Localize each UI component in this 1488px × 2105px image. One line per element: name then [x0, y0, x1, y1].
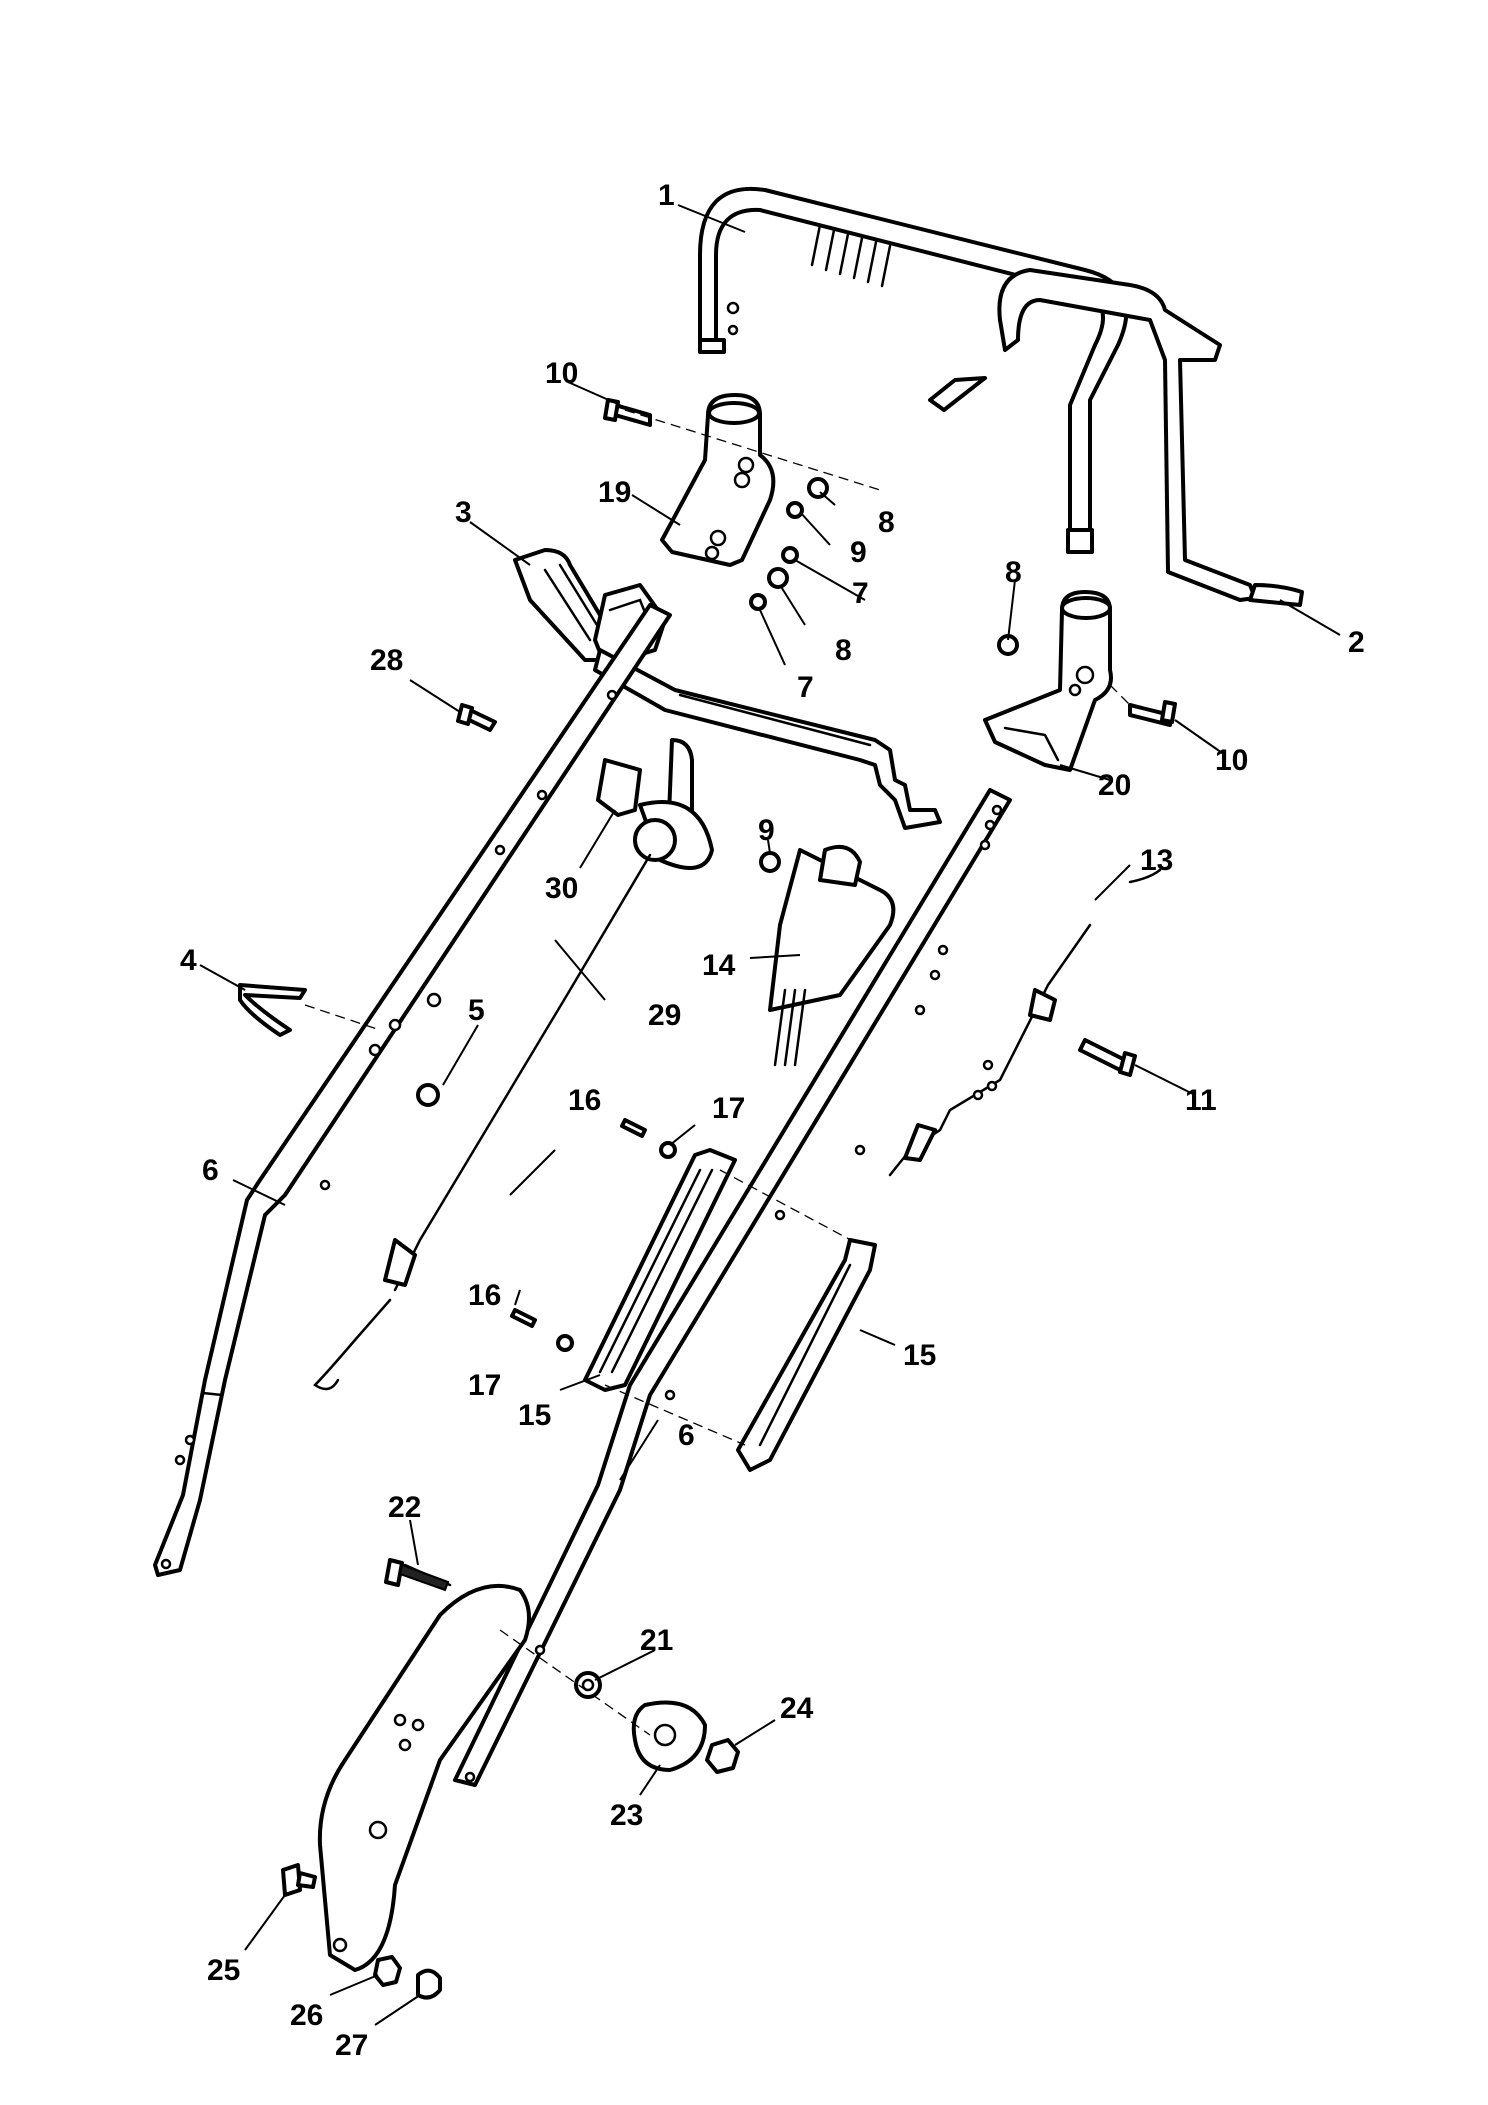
screw-16a	[620, 1118, 647, 1138]
callout-9b: 9	[758, 814, 775, 847]
screw-7a	[781, 546, 799, 564]
alignment-lines	[304, 409, 1131, 1736]
washer-9a	[786, 501, 804, 519]
callout-1: 1	[658, 179, 675, 212]
lower-handle-left	[153, 603, 672, 1577]
handle-bracket-right	[983, 590, 1113, 772]
callout-8a: 8	[878, 506, 895, 539]
callout-17a: 17	[712, 1092, 745, 1125]
screw-7b	[749, 593, 767, 611]
handle-bracket-left	[660, 393, 776, 567]
callout-4: 4	[180, 944, 197, 977]
callout-10a: 10	[545, 357, 578, 390]
callout-25: 25	[207, 1954, 240, 1987]
callout-17b: 17	[468, 1369, 501, 1402]
lower-bracket-plate	[317, 1583, 531, 1972]
callout-9a: 9	[850, 536, 867, 569]
callout-22: 22	[388, 1491, 421, 1524]
cable-guide-right	[736, 1238, 877, 1472]
nut-5	[416, 1083, 440, 1107]
callout-16a: 16	[568, 1084, 601, 1117]
callout-14: 14	[702, 949, 736, 982]
callout-6b: 6	[678, 1419, 695, 1452]
callout-15a: 15	[518, 1399, 551, 1432]
nut-8a	[807, 477, 829, 499]
clip-30	[596, 758, 642, 817]
callout-7a: 7	[852, 577, 869, 610]
callout-27: 27	[335, 2029, 368, 2062]
nut-24	[705, 1738, 740, 1774]
washer-17b	[556, 1334, 574, 1352]
callout-23: 23	[610, 1799, 643, 1832]
nut-9b	[759, 851, 781, 873]
bolt-11	[1078, 1038, 1137, 1077]
bail-lever	[997, 268, 1304, 607]
clip-4	[238, 983, 307, 1037]
throttle-lever	[393, 738, 714, 1292]
callout-19: 19	[598, 476, 631, 509]
callout-28: 28	[370, 644, 403, 677]
callout-3: 3	[455, 496, 472, 529]
callout-labels: 1 2 3 4 5 6 6 7 7 8 8 8 9 9 10 10 11 13 …	[180, 179, 1365, 2062]
washer-17a	[659, 1141, 677, 1159]
washer-21	[574, 1671, 602, 1699]
callout-24: 24	[780, 1692, 814, 1725]
callout-20: 20	[1098, 769, 1131, 802]
control-unit	[768, 845, 896, 1067]
bolt-22	[384, 1558, 452, 1592]
callout-16b: 16	[468, 1279, 501, 1312]
upper-handle-bar	[698, 186, 1129, 554]
callout-11: 11	[1185, 1084, 1217, 1117]
nut-8b	[767, 567, 789, 589]
bolt-28	[456, 703, 497, 732]
throttle-cable-end	[313, 1238, 417, 1391]
callout-10b: 10	[1215, 744, 1248, 777]
bolt-10-lower	[1128, 700, 1177, 727]
callout-26: 26	[290, 1999, 323, 2032]
callout-2: 2	[1348, 626, 1365, 659]
bowden-cable	[888, 868, 1162, 1177]
callout-15b: 15	[903, 1339, 936, 1372]
bolt-25	[281, 1863, 317, 1897]
brake-lever	[513, 548, 942, 830]
lower-handle-right	[453, 788, 1012, 1787]
cap-27	[416, 1968, 442, 2000]
screw-16b	[510, 1308, 537, 1328]
callout-8b: 8	[1005, 556, 1022, 589]
callout-29: 29	[648, 999, 681, 1032]
callout-21: 21	[640, 1624, 673, 1657]
callout-5: 5	[468, 994, 485, 1027]
callout-7b: 7	[797, 671, 814, 704]
callout-6a: 6	[202, 1154, 219, 1187]
bolt-10-upper	[603, 398, 652, 427]
knob-23	[631, 1700, 707, 1772]
callout-8c: 8	[835, 634, 852, 667]
callout-30: 30	[545, 872, 578, 905]
nut-26	[373, 1955, 402, 1987]
leader-lines	[199, 204, 1341, 2026]
callout-13: 13	[1140, 844, 1173, 877]
